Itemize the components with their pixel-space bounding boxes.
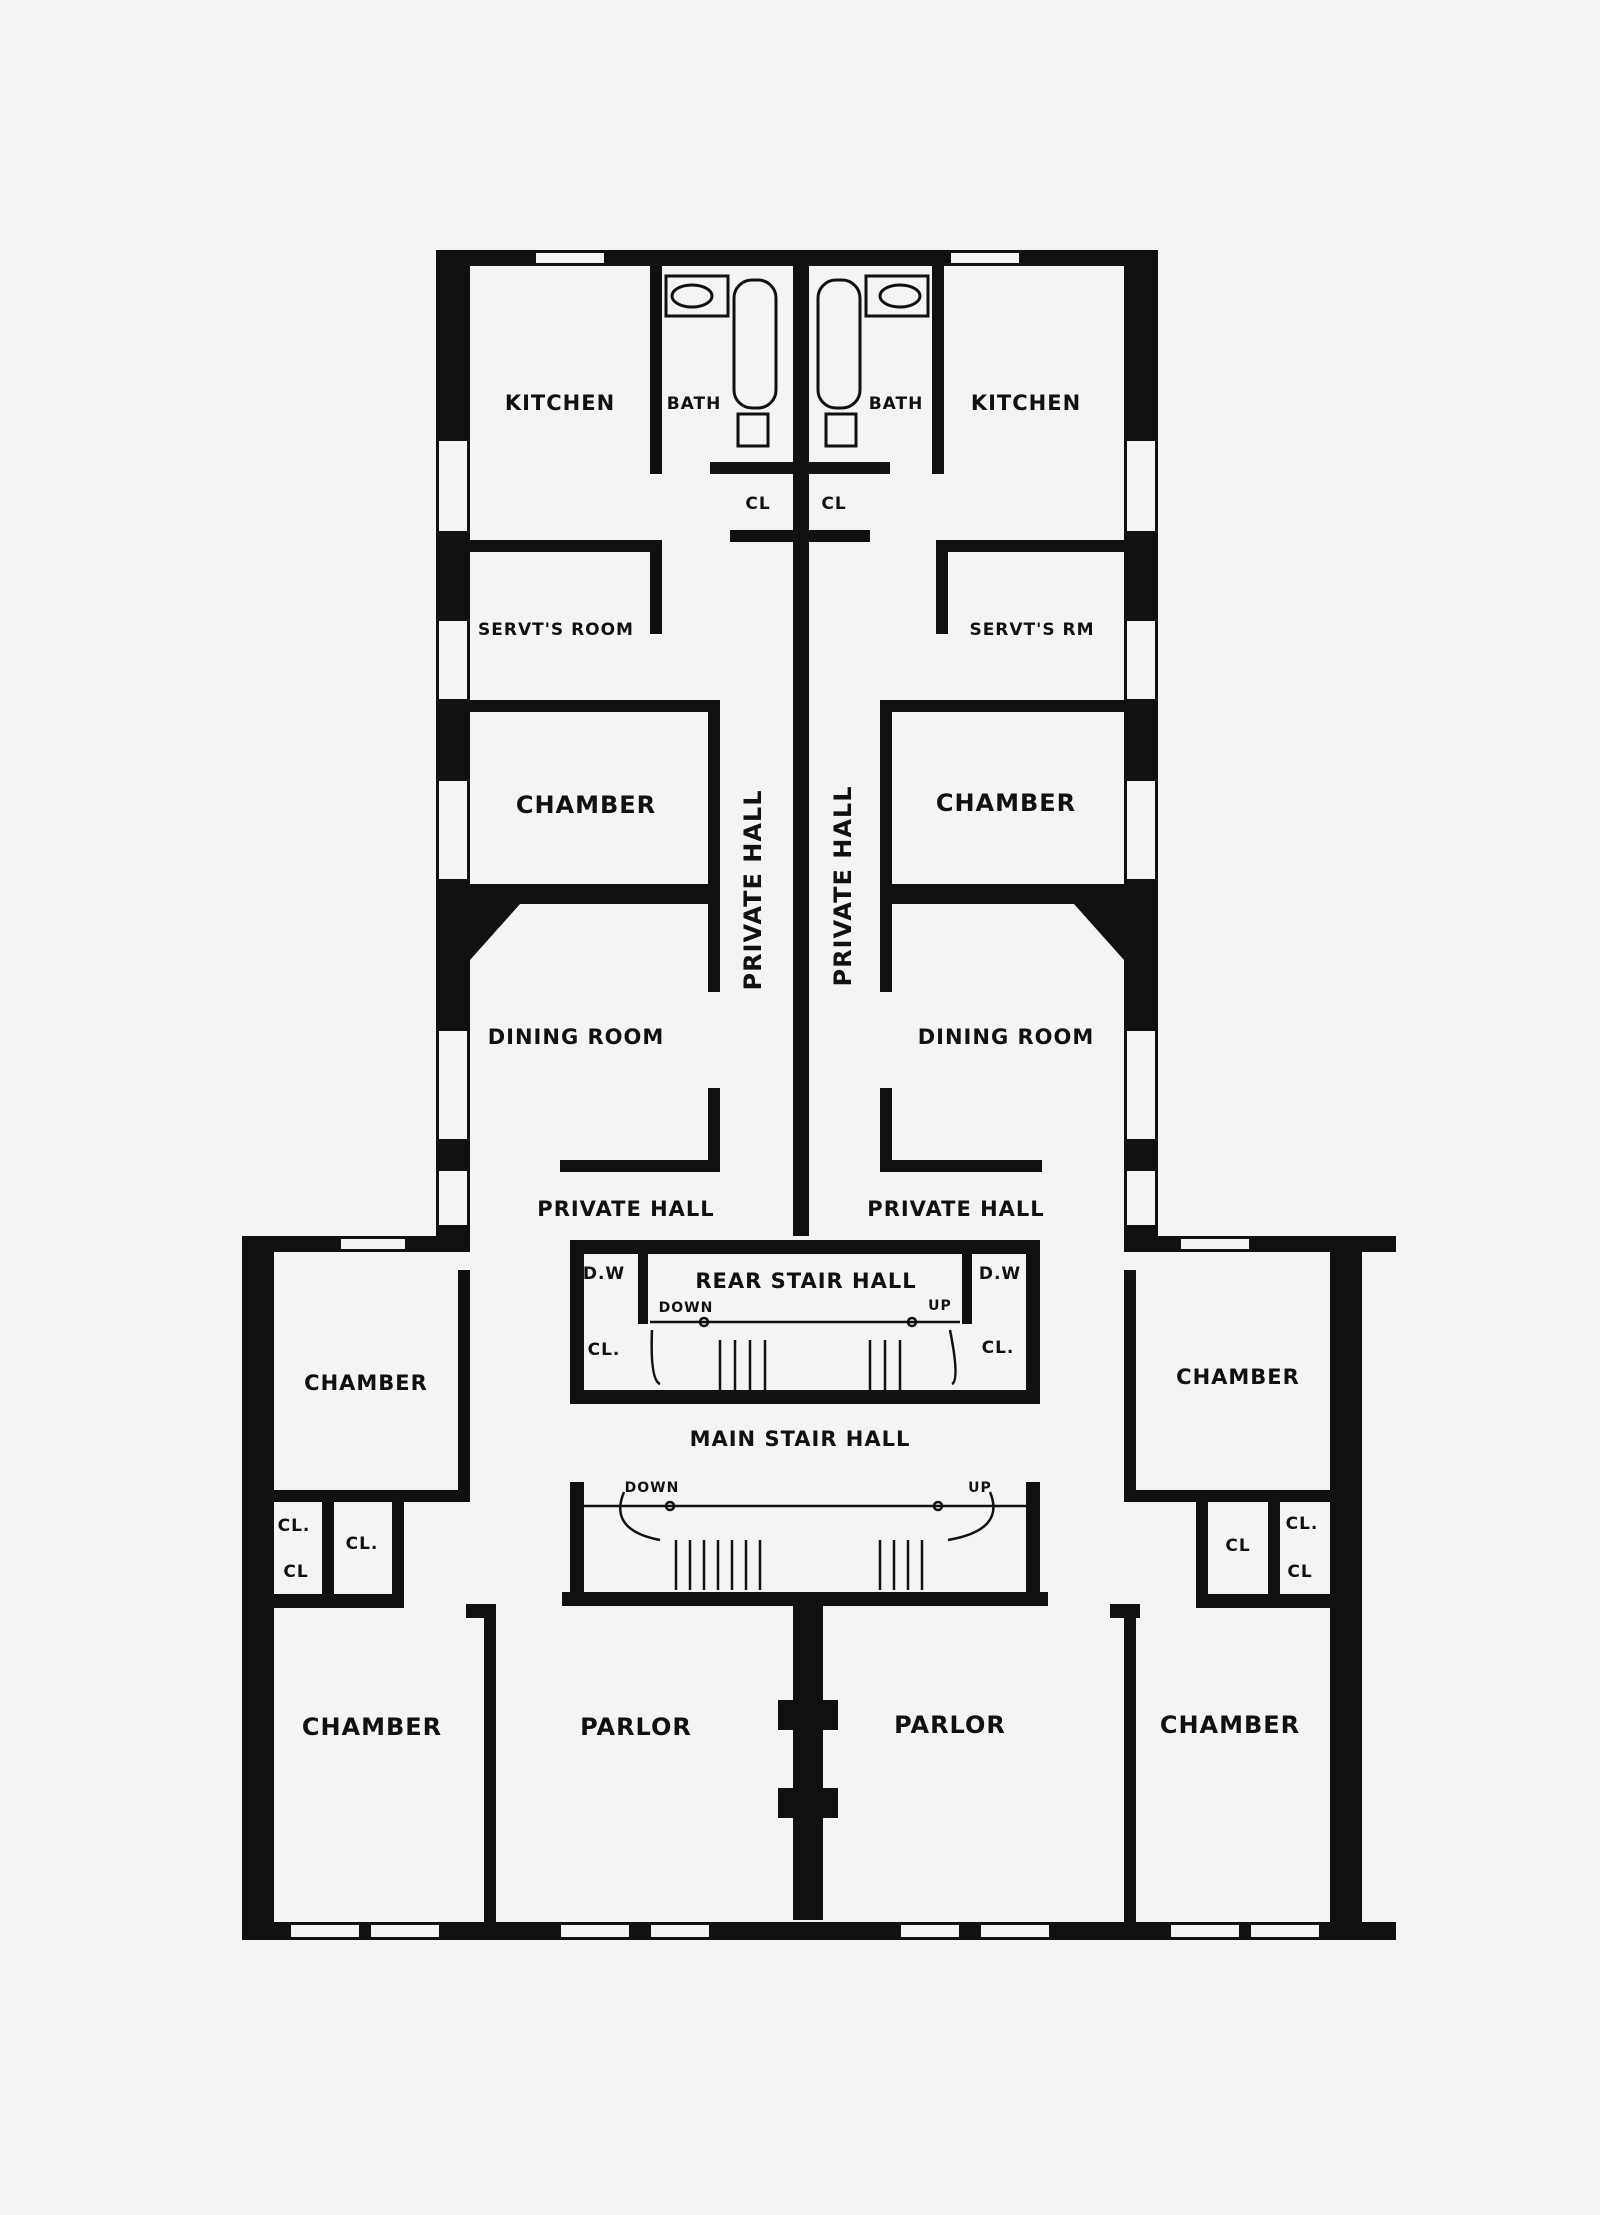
dumbwaiter-label: D.W bbox=[979, 1264, 1021, 1284]
stair-direction-up: UP bbox=[968, 1480, 992, 1496]
room-label-chamber: CHAMBER bbox=[1160, 1711, 1300, 1739]
staircases bbox=[584, 1316, 1026, 1590]
room-label-chamber: CHAMBER bbox=[936, 789, 1076, 817]
toilet-icon bbox=[824, 412, 858, 448]
stair-direction-down: DOWN bbox=[659, 1300, 714, 1316]
walls bbox=[242, 250, 1396, 1940]
room-label-chamber: CHAMBER bbox=[304, 1371, 428, 1395]
room-label-private-hall: PRIVATE HALL bbox=[537, 1197, 714, 1221]
sink-icon bbox=[664, 274, 730, 318]
room-label-parlor: PARLOR bbox=[894, 1711, 1006, 1739]
rear-stair-treads bbox=[718, 1340, 902, 1390]
basin-icon bbox=[878, 283, 922, 309]
main-stair-treads bbox=[674, 1540, 924, 1590]
room-label-servants-room: SERVT'S RM bbox=[969, 620, 1094, 640]
closet-label: CL. bbox=[982, 1338, 1015, 1358]
closet-label: CL. bbox=[1286, 1514, 1319, 1534]
room-label-kitchen: KITCHEN bbox=[505, 391, 615, 415]
windows bbox=[289, 251, 1321, 1939]
bathtub-icon bbox=[732, 278, 778, 410]
room-label-private-hall: PRIVATE HALL bbox=[829, 785, 857, 986]
stair-direction-up: UP bbox=[928, 1298, 952, 1314]
sink-icon bbox=[864, 274, 930, 318]
room-label-chamber: CHAMBER bbox=[1176, 1365, 1300, 1389]
basin-icon bbox=[670, 283, 714, 309]
room-label-kitchen: KITCHEN bbox=[971, 391, 1081, 415]
toilet-icon bbox=[736, 412, 770, 448]
closet-label: CL bbox=[1287, 1562, 1312, 1582]
closet-label: CL bbox=[1225, 1536, 1250, 1556]
room-label-rear-stair-hall: REAR STAIR HALL bbox=[695, 1269, 916, 1293]
closet-label: CL bbox=[821, 494, 846, 514]
room-label-dining-room: DINING ROOM bbox=[488, 1025, 665, 1049]
room-label-private-hall: PRIVATE HALL bbox=[867, 1197, 1044, 1221]
room-label-bath: BATH bbox=[869, 394, 924, 414]
room-label-dining-room: DINING ROOM bbox=[918, 1025, 1095, 1049]
dumbwaiter-label: D.W bbox=[583, 1264, 625, 1284]
room-label-parlor: PARLOR bbox=[580, 1713, 692, 1741]
closet-label: CL. bbox=[278, 1516, 311, 1536]
room-label-servants-room: SERVT'S ROOM bbox=[478, 620, 634, 640]
bathtub-icon bbox=[816, 278, 862, 410]
room-label-chamber: CHAMBER bbox=[516, 791, 656, 819]
bath-fixtures bbox=[664, 274, 930, 448]
room-label-private-hall: PRIVATE HALL bbox=[739, 789, 767, 990]
stair-direction-down: DOWN bbox=[625, 1480, 680, 1496]
closet-label: CL. bbox=[588, 1340, 621, 1360]
room-label-chamber: CHAMBER bbox=[302, 1713, 442, 1741]
room-label-bath: BATH bbox=[667, 394, 722, 414]
closet-label: CL. bbox=[346, 1534, 379, 1554]
closet-label: CL bbox=[745, 494, 770, 514]
closet-label: CL bbox=[283, 1562, 308, 1582]
room-label-main-stair-hall: MAIN STAIR HALL bbox=[690, 1427, 911, 1451]
